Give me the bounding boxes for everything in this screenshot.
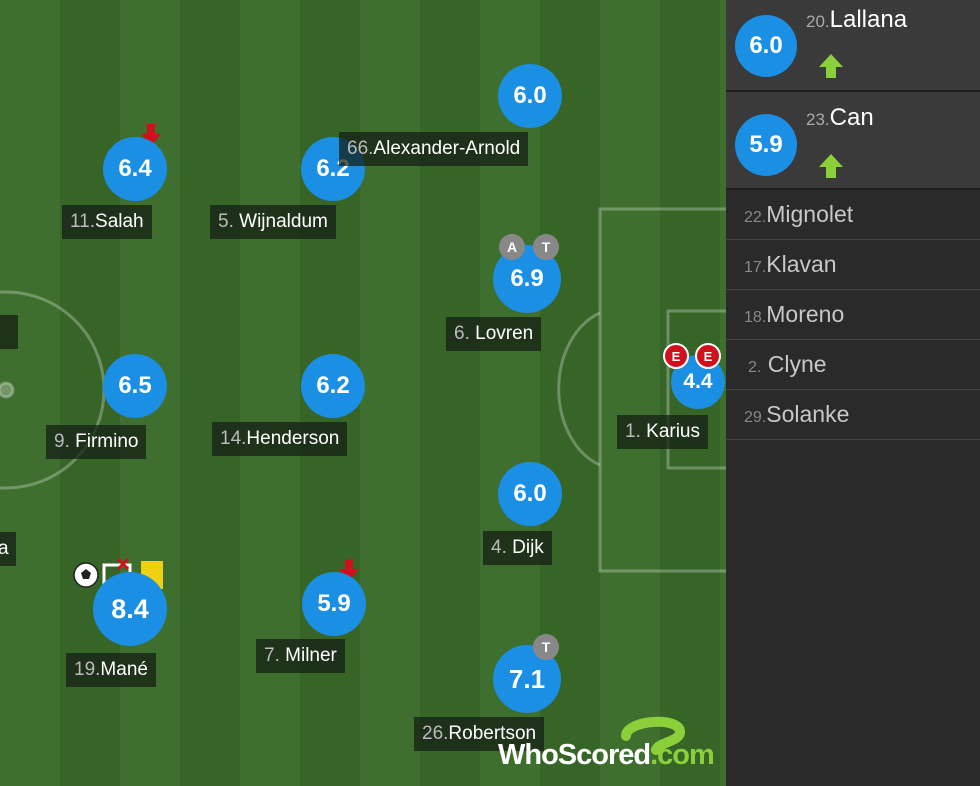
substitute-name: 20.Lallana	[806, 6, 908, 33]
player-rating: 5.9	[735, 114, 797, 176]
bench-player-row[interactable]: 22.Mignolet	[726, 190, 980, 240]
player-rating: 8.4	[93, 572, 167, 646]
badge-t-icon: T	[533, 634, 559, 660]
player-name-label: 14.Henderson	[212, 422, 348, 456]
error-badge-icon: E	[695, 343, 721, 369]
player-rating: 6.2	[301, 354, 365, 418]
player-rating: 6.5	[103, 354, 167, 418]
substitutes-panel: 6.0 20.Lallana 5.9 23.Can 22.Mignolet 17…	[726, 0, 980, 786]
error-badge-icon: E	[663, 343, 689, 369]
player-name-label: 11.Salah	[62, 205, 152, 239]
player-name-label: 5. Wijnaldum	[210, 205, 336, 239]
pitch-markings	[0, 207, 726, 573]
player-name-label: 7. Milner	[256, 639, 345, 673]
player-rating: 5.9	[302, 572, 366, 636]
substitute-row[interactable]: 6.0 20.Lallana	[726, 0, 980, 92]
player-name-label: 19.Mané	[66, 653, 156, 687]
whoscored-logo: WhoScored.com	[498, 716, 720, 778]
player-rating: 6.0	[498, 64, 562, 128]
edge-name-fragment-top	[0, 315, 18, 349]
player-rating: 6.4	[103, 137, 167, 201]
bench-player-row[interactable]: 18.Moreno	[726, 290, 980, 340]
logo-wordmark: WhoScored.com	[498, 739, 715, 771]
player-name-label: 1. Karius	[617, 415, 708, 449]
logo-question-mark-icon	[621, 716, 686, 755]
player-name-label: 66.Alexander-Arnold	[339, 132, 529, 166]
player-rating: 6.0	[498, 462, 562, 526]
badge-t-icon: T	[533, 234, 559, 260]
pitch: a 6.4 11.Salah 6.2 5. Wijnaldum 6.0 66.A…	[0, 0, 726, 786]
player-name-label: 9. Firmino	[46, 425, 147, 459]
player-rating: 6.0	[735, 15, 797, 77]
edge-name-fragment: a	[0, 532, 16, 566]
bench-player-row[interactable]: 2. Clyne	[726, 340, 980, 390]
offside-flag-icon	[102, 557, 132, 587]
player-name-label: 6. Lovren	[446, 317, 542, 351]
bench-player-row[interactable]: 29.Solanke	[726, 390, 980, 440]
substitute-name: 23.Can	[806, 104, 874, 131]
goal-ball-icon	[73, 562, 99, 588]
badge-a-icon: A	[499, 234, 525, 260]
bench-player-row[interactable]: 17.Klavan	[726, 240, 980, 290]
player-name-label: 4. Dijk	[483, 531, 552, 565]
player-name-label: 26.Robertson	[414, 717, 545, 751]
substitute-row[interactable]: 5.9 23.Can	[726, 92, 980, 190]
